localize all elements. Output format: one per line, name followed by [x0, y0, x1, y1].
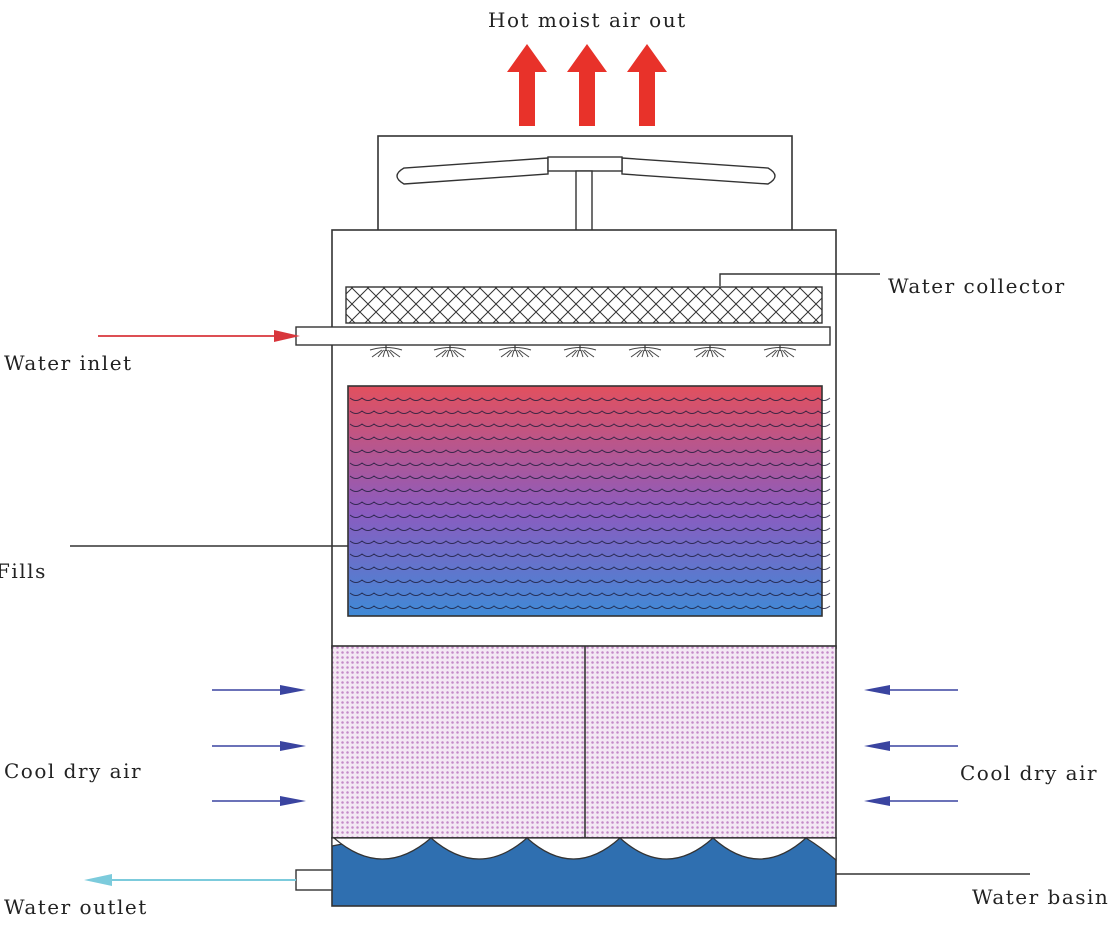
water-inlet-label: Water inlet — [4, 351, 133, 375]
fan-icon — [396, 156, 776, 232]
water-collector-leader — [719, 273, 880, 286]
air-intake-arrows — [212, 685, 958, 806]
air-arrow-left — [212, 796, 306, 806]
air-arrow-right — [864, 685, 958, 695]
spray-nozzles — [369, 345, 797, 358]
fills-pack — [347, 385, 831, 617]
water-collector-label: Water collector — [888, 274, 1066, 298]
exhaust-arrow — [507, 44, 547, 126]
cool-air-right-label: Cool dry air — [960, 761, 1098, 785]
water-outlet-label: Water outlet — [4, 895, 148, 919]
fan-housing — [377, 135, 793, 232]
spray-nozzle-icon — [433, 345, 467, 358]
cool-air-left-label: Cool dry air — [4, 759, 142, 783]
air-intake-louvers — [331, 645, 837, 839]
spray-nozzle-icon — [498, 345, 532, 358]
distribution-pipe — [295, 326, 831, 346]
hot-air-label: Hot moist air out — [488, 8, 687, 32]
spray-nozzle-icon — [563, 345, 597, 358]
fills-label: Fills — [0, 559, 47, 583]
air-arrow-left — [212, 685, 306, 695]
water-basin — [331, 837, 837, 907]
outlet-pipe — [295, 869, 333, 891]
spray-nozzle-icon — [693, 345, 727, 358]
spray-nozzle-icon — [763, 345, 797, 358]
water-basin-label: Water basin — [972, 885, 1109, 909]
exhaust-arrow — [627, 44, 667, 126]
water-collector — [345, 286, 823, 324]
exhaust-arrow — [567, 44, 607, 126]
air-arrow-left — [212, 741, 306, 751]
water-inlet-arrow — [98, 330, 300, 342]
air-arrow-right — [864, 741, 958, 751]
spray-nozzle-icon — [369, 345, 403, 358]
exhaust-arrows — [507, 44, 667, 126]
air-arrow-right — [864, 796, 958, 806]
water-outlet-arrow — [84, 874, 296, 886]
spray-nozzle-icon — [628, 345, 662, 358]
